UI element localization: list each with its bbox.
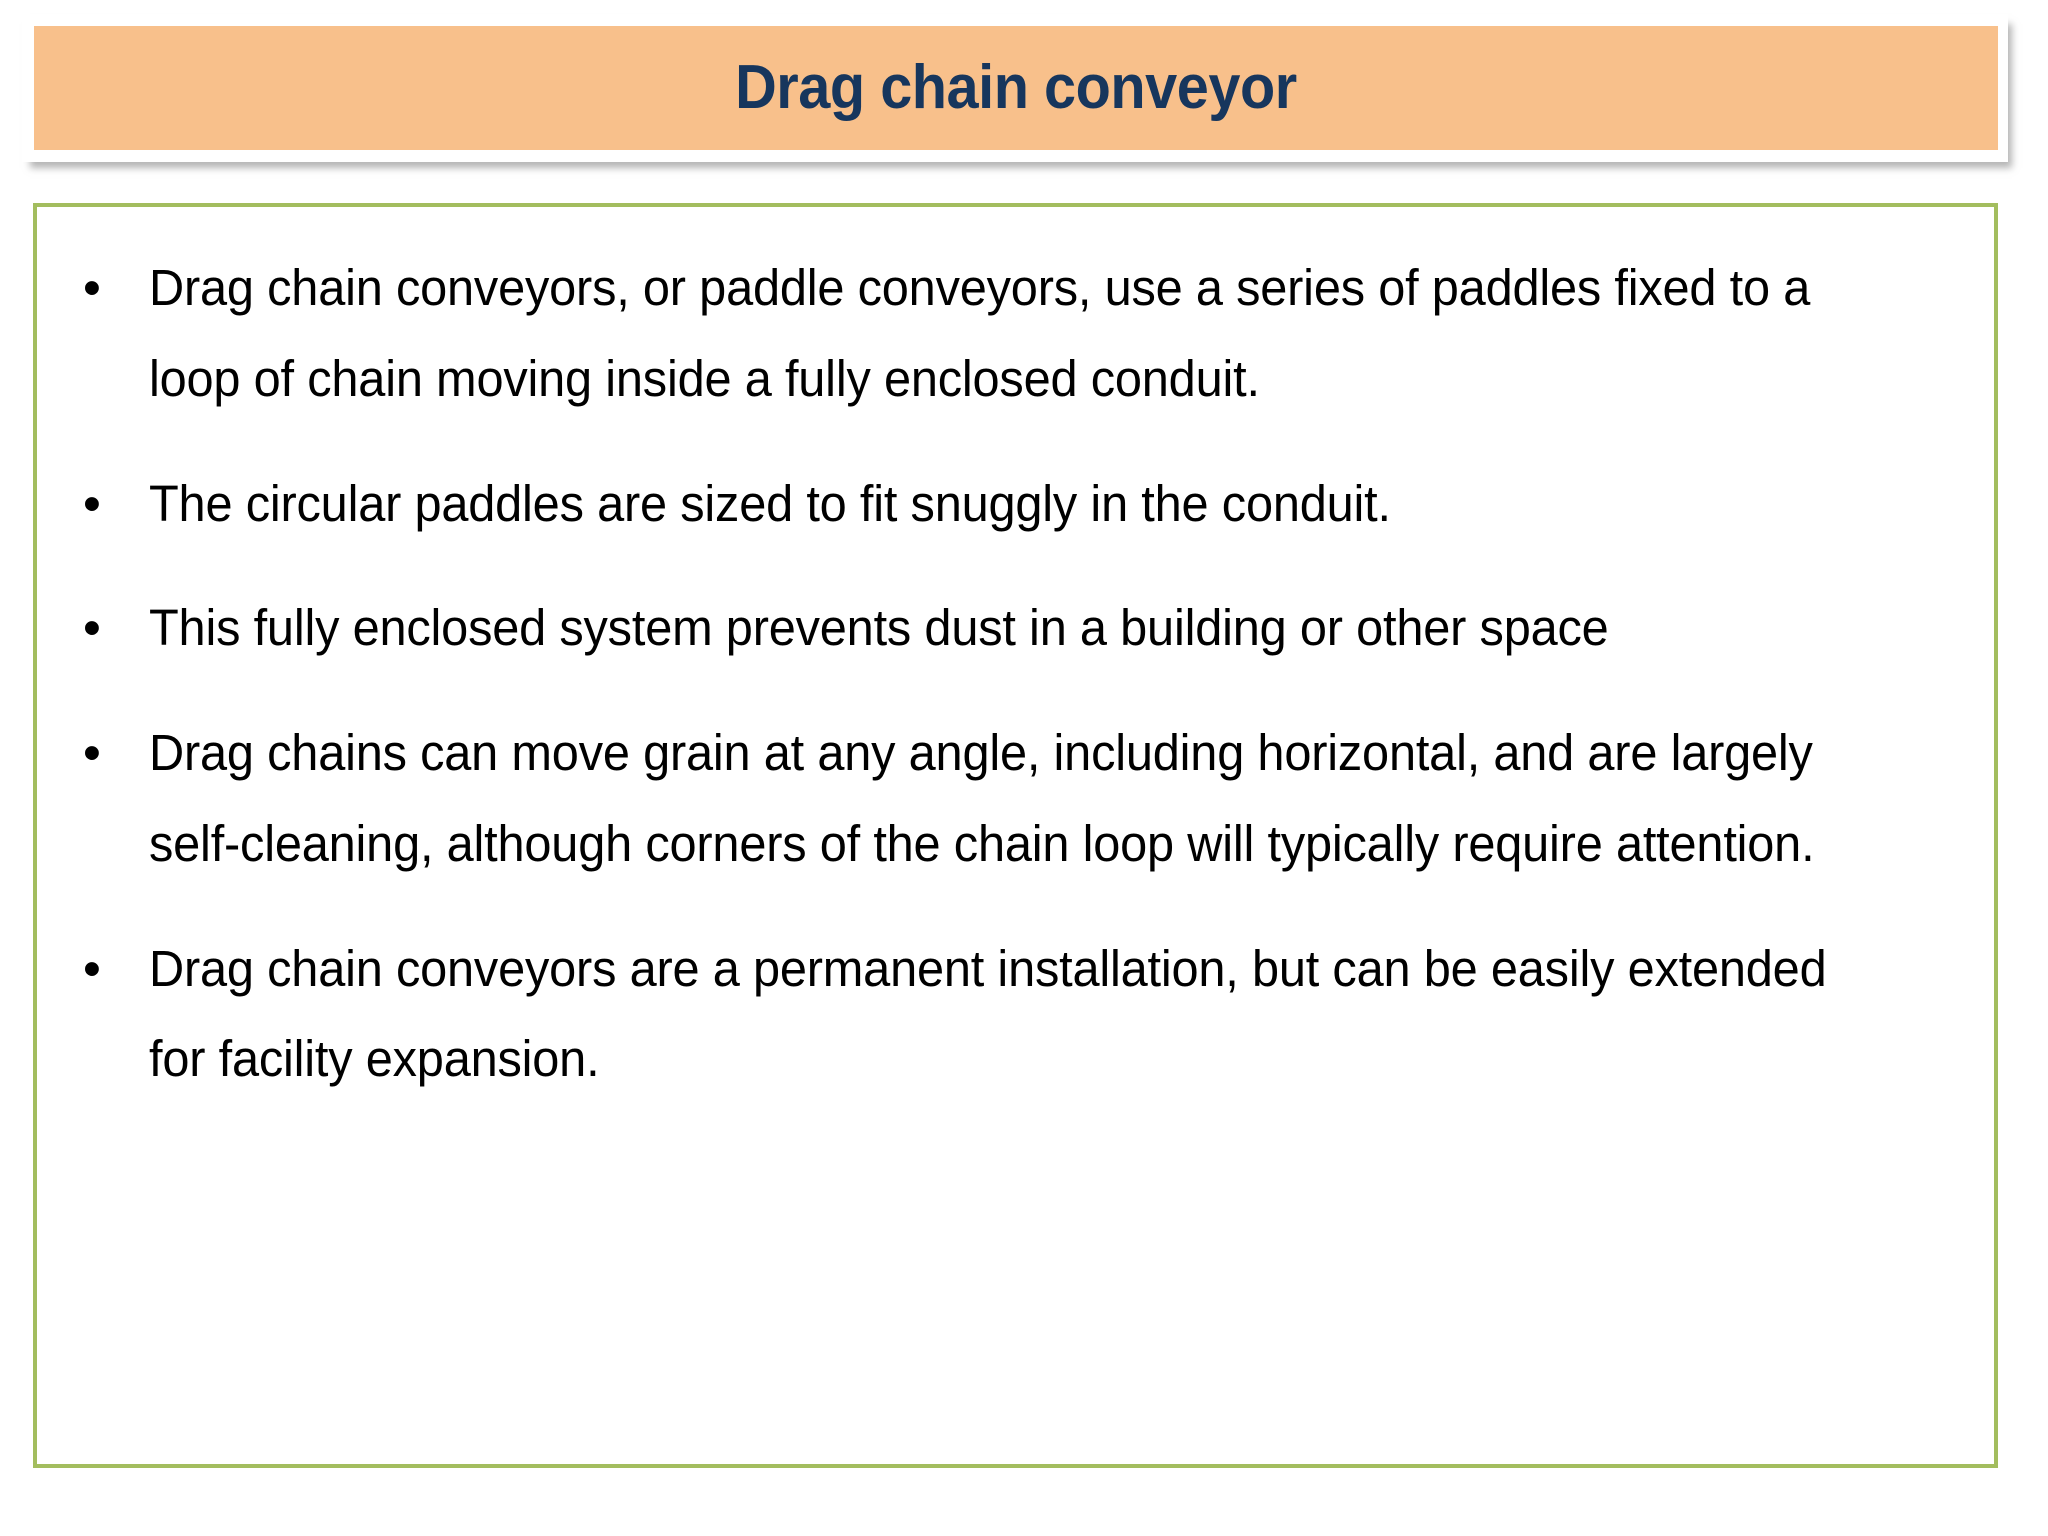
bullet-list: • Drag chain conveyors, or paddle convey… bbox=[63, 243, 1968, 1105]
content-box: • Drag chain conveyors, or paddle convey… bbox=[33, 203, 1998, 1468]
title-band: Drag chain conveyor bbox=[34, 26, 1998, 150]
bullet-marker-icon: • bbox=[83, 599, 101, 657]
bullet-marker-icon: • bbox=[83, 724, 101, 782]
list-item-text: Drag chain conveyors are a permanent ins… bbox=[149, 939, 1827, 1088]
list-item: • Drag chain conveyors, or paddle convey… bbox=[63, 243, 1968, 425]
title-banner: Drag chain conveyor bbox=[22, 14, 2008, 162]
list-item-text: This fully enclosed system prevents dust… bbox=[149, 599, 1609, 657]
bullet-marker-icon: • bbox=[83, 259, 101, 316]
bullet-marker-icon: • bbox=[83, 939, 101, 997]
bullet-marker-icon: • bbox=[83, 474, 101, 532]
list-item-text: Drag chain conveyors, or paddle conveyor… bbox=[149, 259, 1811, 407]
list-item-text: Drag chains can move grain at any angle,… bbox=[149, 724, 1815, 872]
list-item: • Drag chains can move grain at any angl… bbox=[63, 708, 1968, 890]
list-item-text: The circular paddles are sized to fit sn… bbox=[149, 474, 1391, 532]
list-item: • The circular paddles are sized to fit … bbox=[63, 459, 1968, 550]
page-title: Drag chain conveyor bbox=[735, 53, 1297, 122]
list-item: • This fully enclosed system prevents du… bbox=[63, 583, 1968, 674]
list-item: • Drag chain conveyors are a permanent i… bbox=[63, 924, 1968, 1106]
